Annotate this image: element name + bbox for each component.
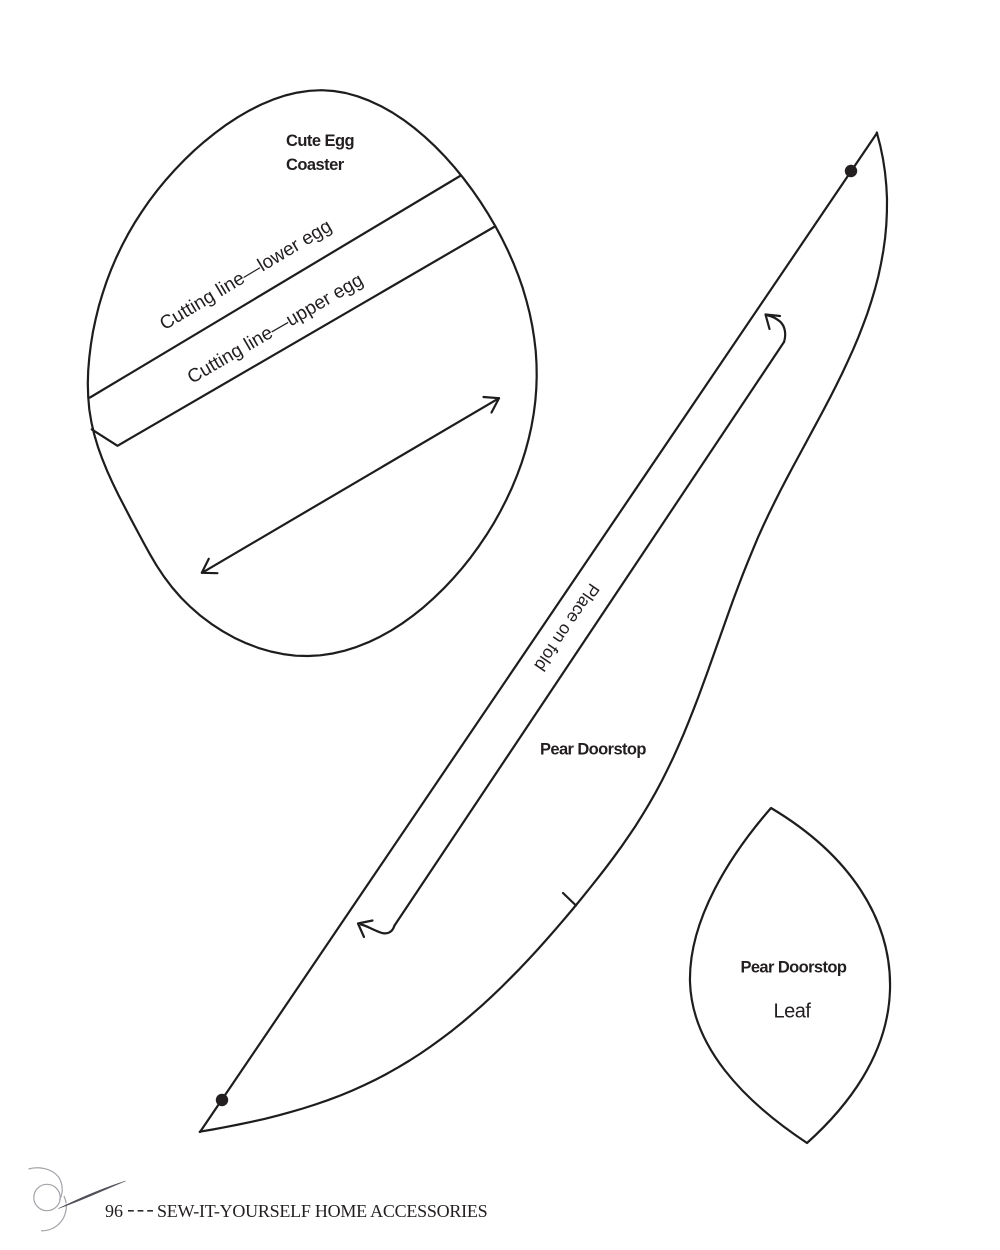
svg-text:Coaster: Coaster bbox=[286, 156, 345, 174]
svg-text:Cute Egg: Cute Egg bbox=[286, 132, 354, 150]
svg-text:Pear Doorstop: Pear Doorstop bbox=[740, 959, 846, 977]
svg-text:SEW-IT-YOURSELF HOME ACCESSORI: SEW-IT-YOURSELF HOME ACCESSORIES bbox=[157, 1201, 487, 1221]
svg-text:96: 96 bbox=[105, 1201, 123, 1221]
svg-text:Pear Doorstop: Pear Doorstop bbox=[540, 741, 646, 759]
svg-text:Leaf: Leaf bbox=[774, 1001, 812, 1023]
